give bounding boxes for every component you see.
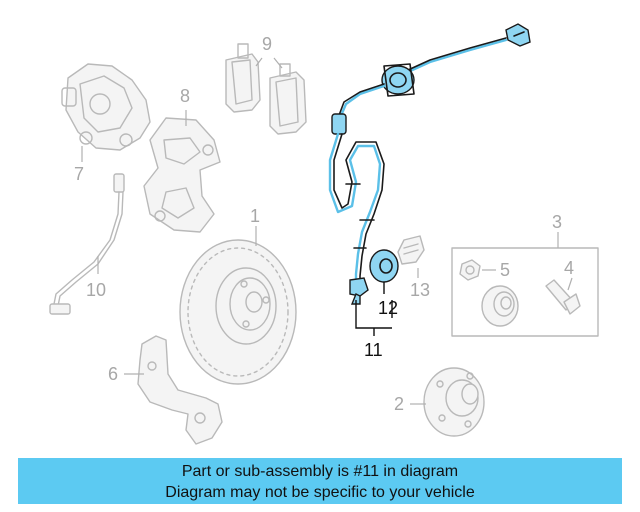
banner-line-2: Diagram may not be specific to your vehi… [165,484,475,501]
bolt-part-4 [545,279,581,315]
kit-box-part-3 [451,247,599,337]
bracket-part-8 [143,117,221,233]
callout-5: 5 [500,260,510,280]
leader-line-9a [255,57,263,67]
wheel-hub-part-2 [423,367,485,437]
callout-11: 11 [364,340,383,360]
callout-9: 9 [262,34,272,54]
brake-rotor-part-1 [179,239,297,385]
wheel-bearing [481,285,519,327]
callout-4: 4 [564,258,574,278]
clip-part-13 [397,235,425,265]
nut-part-5 [459,259,481,281]
caliper-part-7 [61,63,151,151]
callout-8: 8 [180,86,190,106]
callout-12: 12 [378,298,398,318]
callout-2: 2 [394,394,404,414]
banner-line-1: Part or sub-assembly is #11 in diagram [181,463,459,480]
callout-7: 7 [74,164,84,184]
brake-pads-part-9 [225,43,307,135]
callout-6: 6 [108,364,118,384]
wheel-speed-sensor-part-11 [328,23,531,305]
leader-line-11 [355,300,393,336]
info-banner: Part or sub-assembly is #11 in diagram D… [18,458,622,504]
callout-13: 13 [410,280,430,300]
callout-1: 1 [250,206,260,226]
splash-shield-part-6 [137,335,223,445]
sensor-ring-part-12 [369,249,399,283]
parts-diagram: 7 8 9 10 1 [49,23,599,445]
callout-3: 3 [552,212,562,232]
leader-line-4 [567,277,573,291]
leader-line-9b [273,57,283,69]
callout-10: 10 [86,280,106,300]
